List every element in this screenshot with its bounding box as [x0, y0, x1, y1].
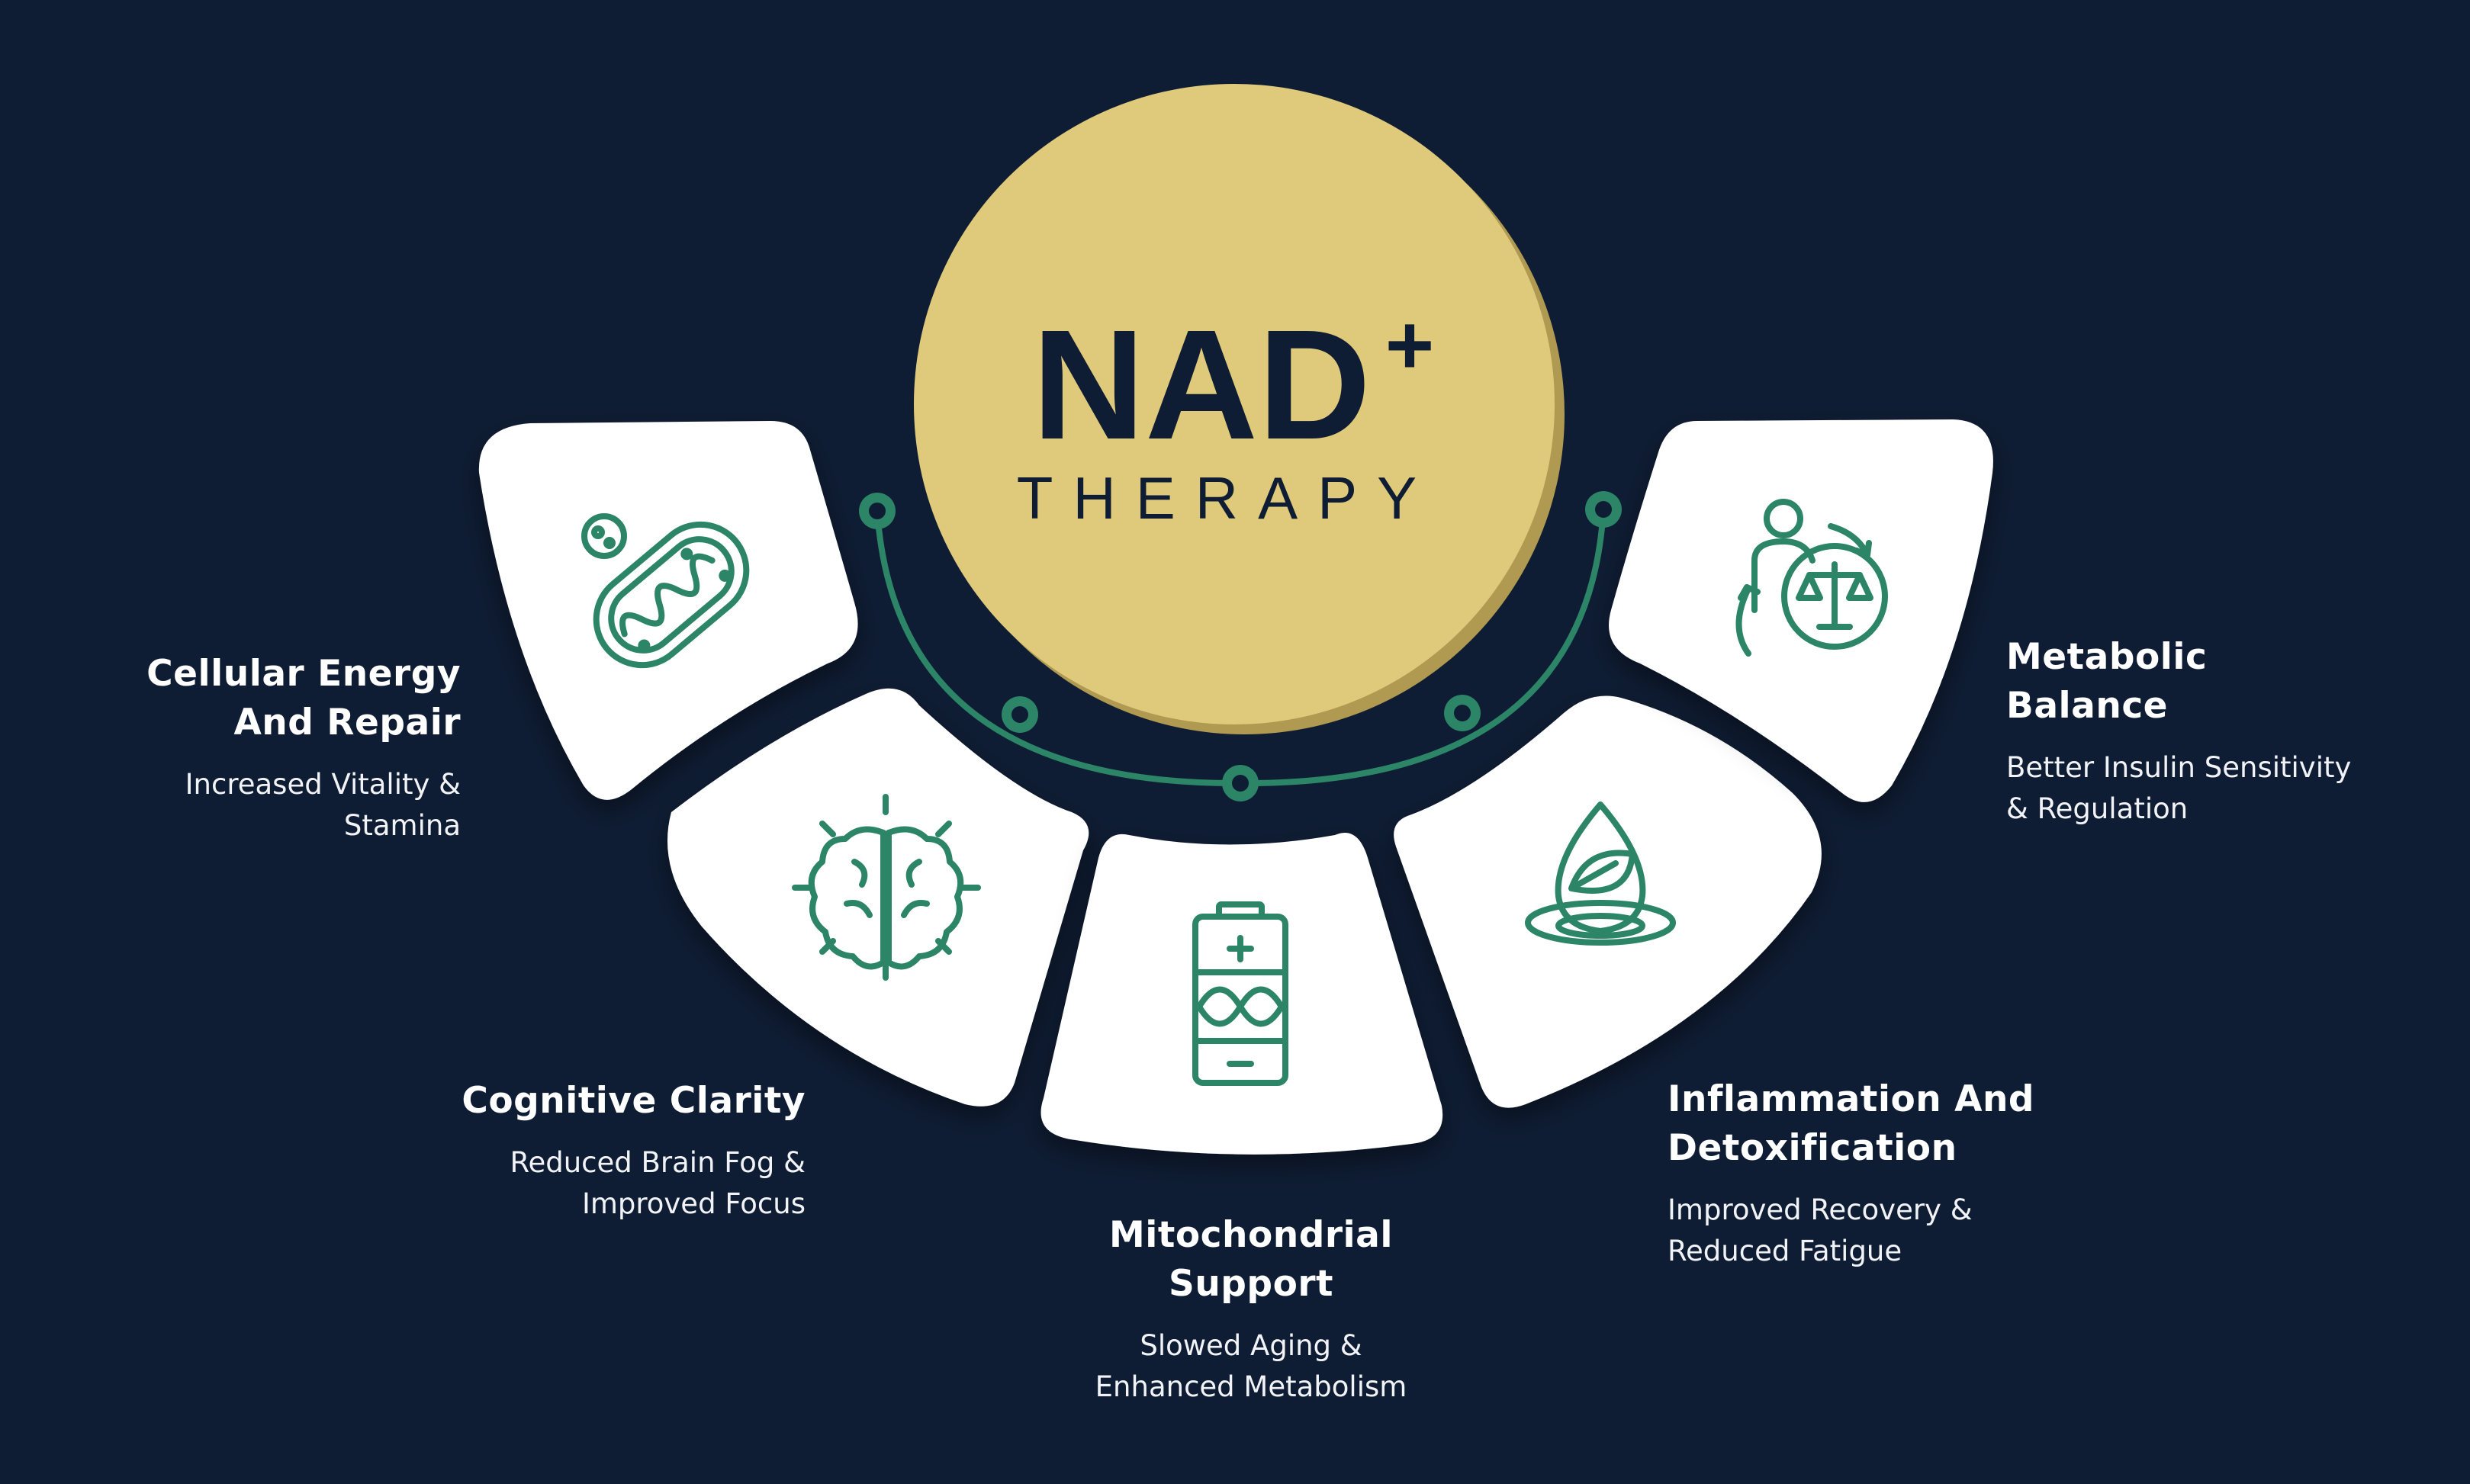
title-line: Cellular Energy	[146, 653, 461, 695]
title-line: Detoxification	[1668, 1127, 1957, 1169]
desc-line: Better Insulin Sensitivity	[2006, 751, 2352, 784]
title-line: Balance	[2006, 685, 2169, 727]
benefit-card-cellular-energy	[478, 421, 858, 800]
desc-line: Stamina	[343, 809, 461, 842]
benefit-card-metabolic-balance	[1609, 419, 1993, 802]
title-line: Metabolic	[2006, 636, 2208, 678]
desc-line: Enhanced Metabolism	[1095, 1370, 1407, 1403]
benefit-card-cognitive-clarity	[667, 688, 1089, 1107]
title-line: Cognitive Clarity	[462, 1080, 806, 1122]
nad-plus-sign: +	[1385, 298, 1434, 392]
title-line: Mitochondrial	[1109, 1214, 1393, 1256]
desc-line: Reduced Fatigue	[1668, 1235, 1902, 1267]
nad-center-circle: NAD + THERAPY	[914, 84, 1565, 734]
desc-line: Increased Vitality &	[185, 768, 461, 801]
title-line: Inflammation And	[1668, 1078, 2035, 1120]
mitochondria-icon	[581, 513, 750, 669]
desc-line: Improved Recovery &	[1668, 1193, 1973, 1226]
title-line: And Repair	[233, 702, 461, 744]
balance-person-icon	[1735, 499, 1888, 657]
brain-icon	[792, 794, 981, 981]
benefit-card-mitochondrial-support	[1040, 832, 1443, 1155]
therapy-subtitle: THERAPY	[1017, 464, 1436, 532]
desc-line: Reduced Brain Fog &	[510, 1146, 806, 1179]
water-leaf-icon	[1525, 801, 1676, 946]
nad-title: NAD	[1032, 297, 1371, 472]
title-line: Support	[1168, 1263, 1334, 1305]
desc-line: & Regulation	[2006, 792, 2189, 825]
desc-line: Slowed Aging &	[1140, 1329, 1362, 1362]
connector-nodes	[859, 491, 1622, 801]
label-cognitive-clarity: Cognitive Clarity Reduced Brain Fog & Imp…	[320, 1077, 806, 1225]
battery-icon	[1192, 901, 1288, 1086]
desc-line: Improved Focus	[581, 1187, 806, 1220]
